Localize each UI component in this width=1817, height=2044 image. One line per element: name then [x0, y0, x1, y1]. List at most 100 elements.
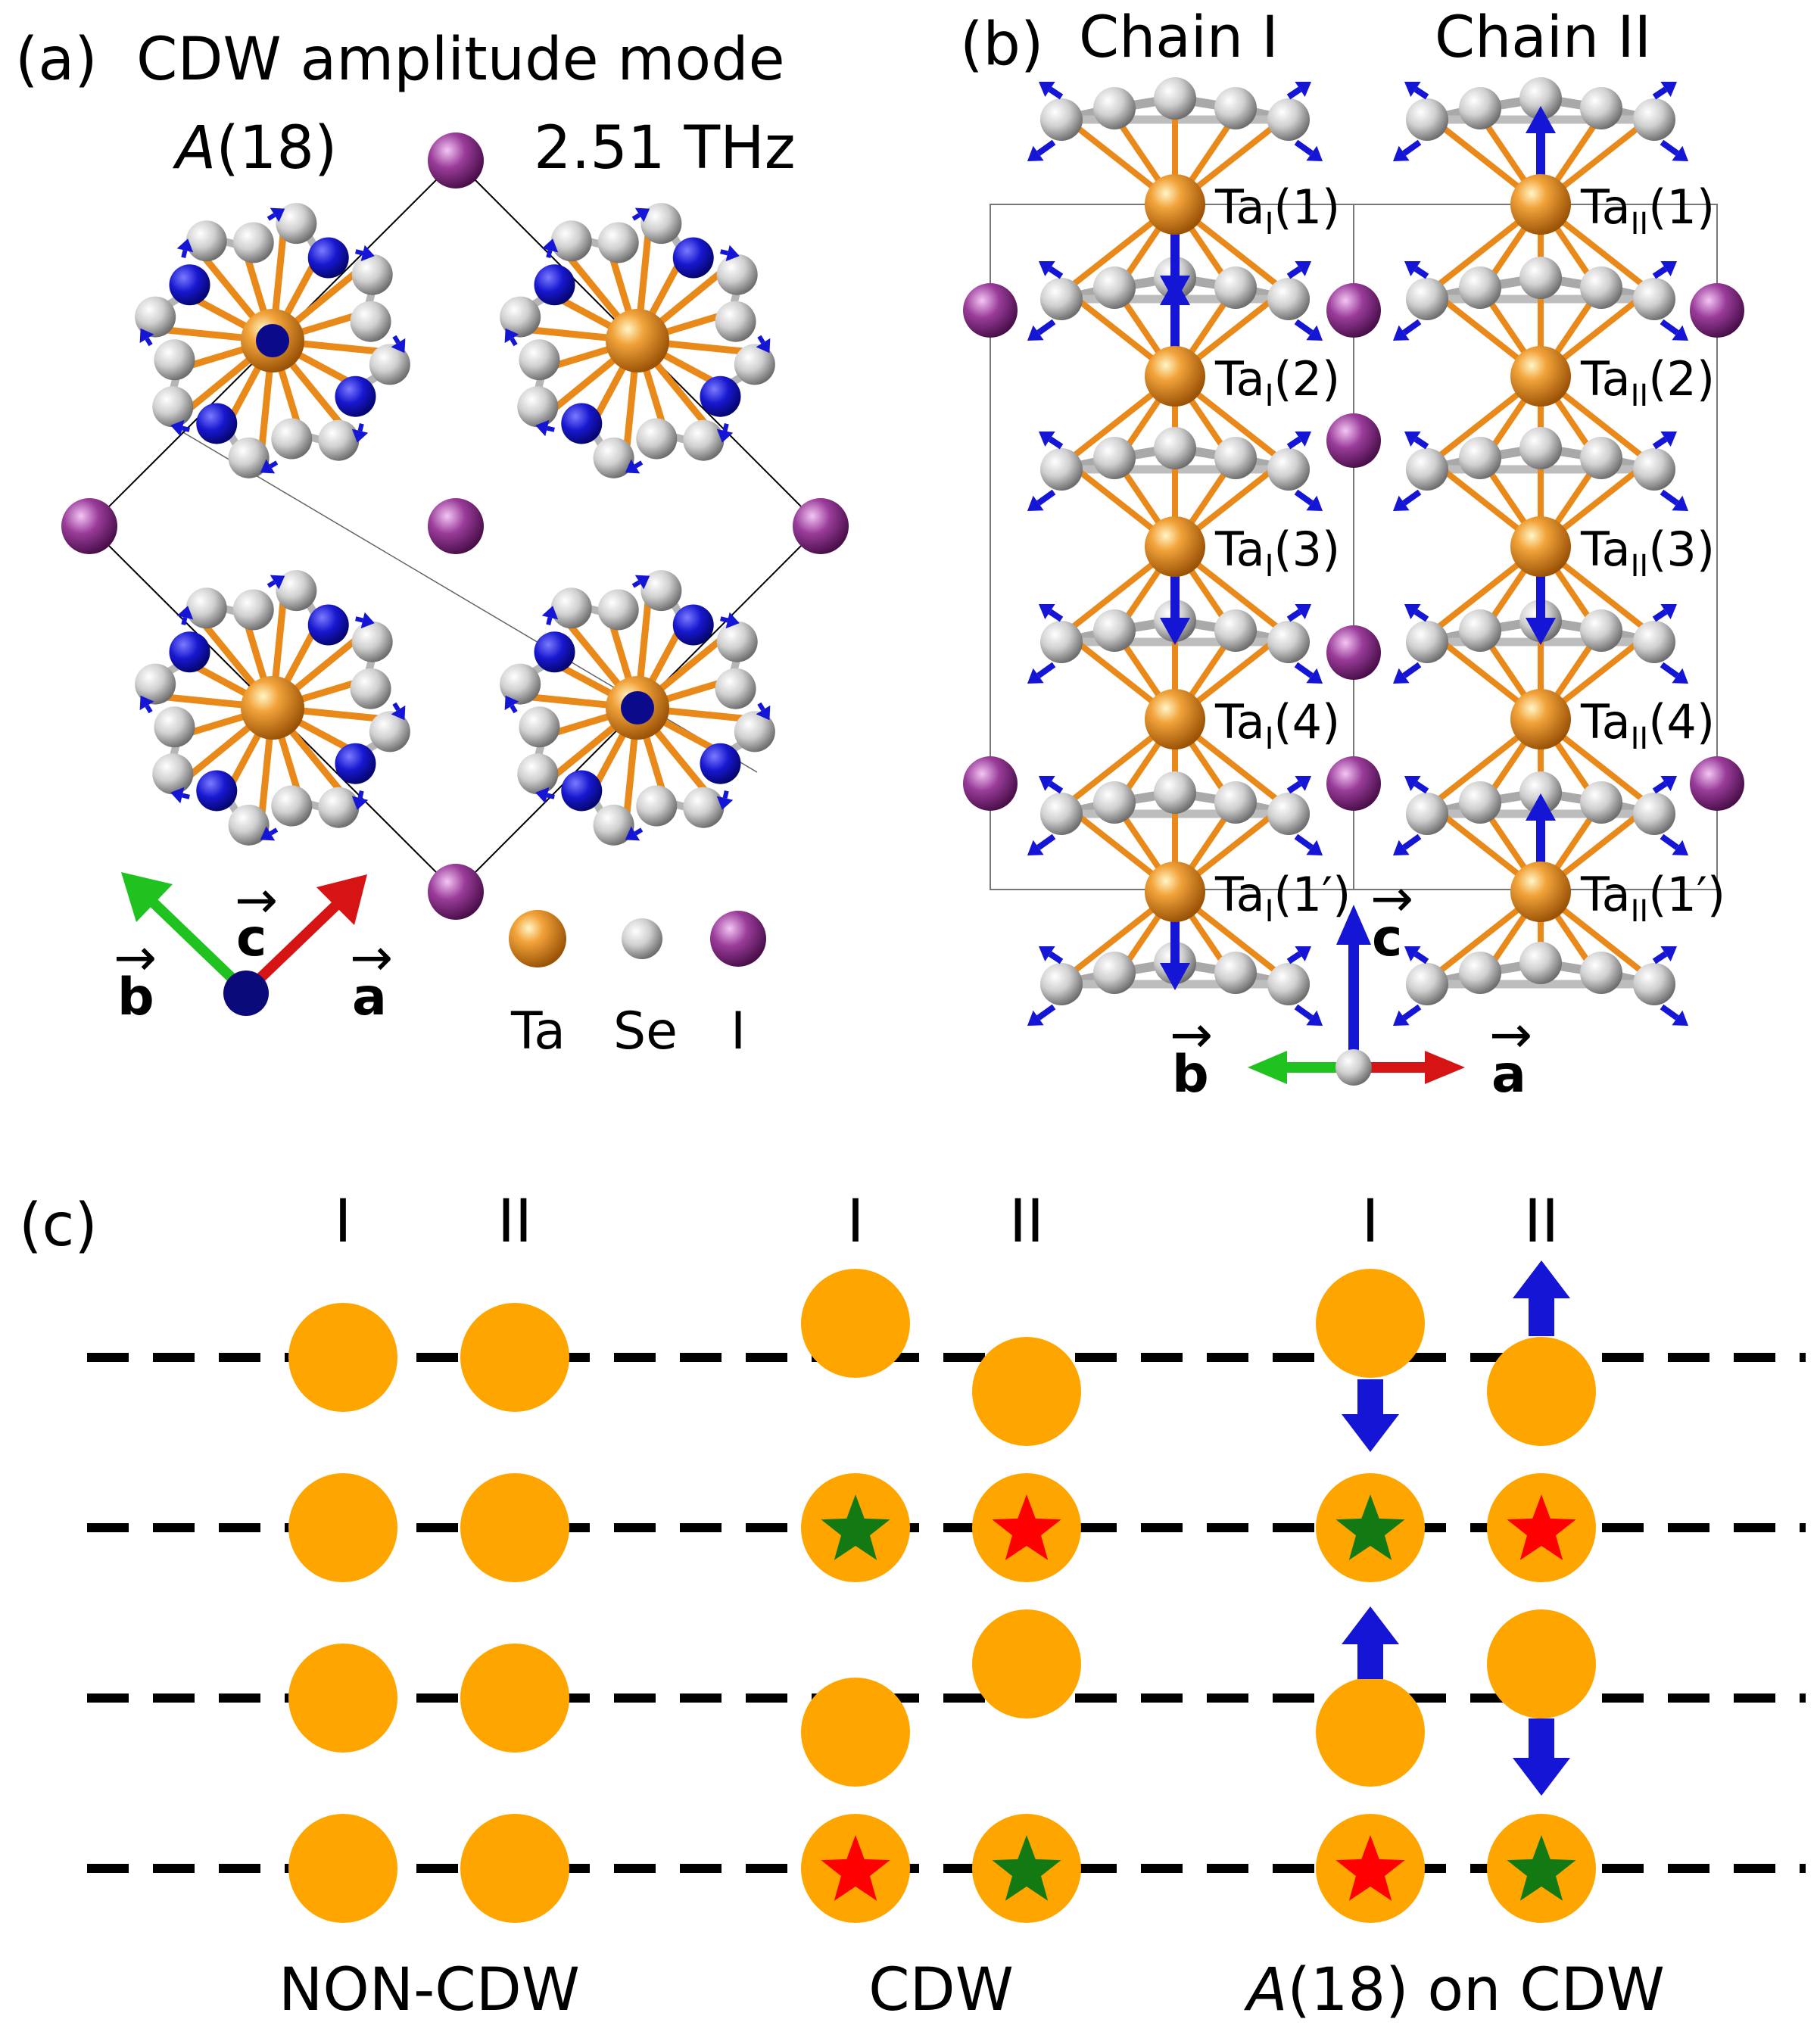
se-atom — [1093, 609, 1136, 652]
iodine-atom — [963, 283, 1018, 338]
displacement-arrow — [1039, 432, 1064, 450]
se-atom — [715, 301, 756, 342]
se-atom — [636, 785, 678, 827]
ta-atom — [1510, 516, 1571, 577]
ta-displacement-marker — [621, 691, 654, 724]
ta-atom — [1510, 862, 1571, 922]
red-star-marker — [992, 1494, 1061, 1560]
se-atom-displaced — [672, 604, 714, 646]
se-atom — [318, 787, 360, 828]
ta-disk — [801, 1473, 910, 1582]
se-atom-displaced — [196, 403, 238, 444]
se-atom — [640, 203, 682, 245]
se-atom — [369, 711, 410, 752]
se-atom — [1267, 963, 1310, 1005]
displacement-arrow — [1660, 662, 1688, 684]
displacement-arrow — [139, 328, 154, 347]
ta-atom — [1145, 346, 1205, 407]
chain-2-header: II — [1524, 1188, 1559, 1256]
displacement-arrow — [176, 606, 194, 625]
green-star-marker — [1335, 1494, 1405, 1560]
se-atom — [716, 621, 758, 662]
ta-site-label: TaII(1′) — [1580, 867, 1725, 929]
chain-1-header: I — [1361, 1188, 1379, 1256]
chain-cluster — [500, 570, 775, 846]
se-atom — [154, 339, 195, 381]
se-atom — [276, 570, 317, 612]
se-atom — [1633, 98, 1675, 141]
svg-text:→: → — [1370, 869, 1413, 929]
se-atom — [1267, 621, 1310, 663]
se-atom — [318, 419, 360, 461]
ta-disk — [1316, 1814, 1425, 1923]
ta-displacement-arrow — [1342, 1379, 1399, 1452]
c-axis-arrow — [223, 971, 269, 1016]
ta-disk — [1316, 1678, 1425, 1787]
se-atom-displaced — [169, 631, 210, 673]
se-atom — [550, 587, 592, 629]
se-atom — [1580, 87, 1622, 129]
displacement-arrow — [1027, 662, 1056, 684]
chain-2-header: II — [1009, 1188, 1044, 1256]
se-atom — [1267, 278, 1310, 320]
se-atom — [1406, 278, 1448, 320]
displacement-arrow — [756, 702, 771, 721]
displacement-arrow — [1393, 1004, 1422, 1026]
c-axis-label: c — [1372, 908, 1402, 968]
chain-cluster — [500, 203, 775, 478]
se-atom — [1154, 427, 1196, 469]
se-atom — [350, 301, 391, 342]
displacement-arrow — [1286, 776, 1311, 794]
se-atom — [1093, 87, 1136, 129]
panel-c: (c) I II I II I II NON-CDW CDW A(18) on … — [19, 1188, 1806, 2024]
displacement-arrow — [1660, 833, 1688, 855]
se-atom — [640, 570, 682, 612]
displacement-arrow — [1294, 139, 1323, 161]
ta-site-labels: TaI(1)TaI(2)TaI(3)TaI(4)TaI(1′)TaII(1)Ta… — [1214, 179, 1725, 929]
se-atom — [1633, 963, 1675, 1005]
se-atom — [1519, 942, 1562, 984]
ta-disk — [972, 1814, 1081, 1923]
ta-site-label: TaI(2) — [1214, 351, 1340, 413]
se-atom — [1459, 781, 1501, 824]
ta-displacement-arrow — [1513, 1260, 1570, 1336]
ta-site-label: TaII(1) — [1580, 179, 1715, 241]
displacement-arrow — [266, 575, 285, 590]
displacement-arrow — [1652, 432, 1677, 450]
se-atom — [716, 254, 758, 295]
ta-disk — [801, 1678, 910, 1787]
displacement-arrow — [625, 459, 644, 474]
se-atom — [683, 787, 725, 828]
se-atom — [228, 804, 270, 846]
a-axis-arrow — [242, 896, 344, 996]
displacement-arrow — [1652, 776, 1677, 794]
panel-a: (a) CDW amplitude mode A(18) 2.51 THz b … — [15, 26, 849, 1061]
se-atom — [517, 386, 559, 428]
se-atom — [369, 344, 410, 385]
chain-2-header: II — [497, 1188, 532, 1256]
se-atom — [1406, 98, 1448, 141]
se-atom — [1154, 77, 1196, 120]
se-atom — [1519, 77, 1562, 120]
se-atom — [1214, 952, 1257, 994]
se-atom — [185, 587, 227, 629]
iodine-atom — [428, 132, 484, 189]
ta-disk — [1316, 1269, 1425, 1378]
displacement-arrow — [1039, 776, 1064, 794]
ta-displacement-marker — [256, 324, 289, 357]
displacement-arrow — [1294, 319, 1323, 341]
ta-atom — [1145, 862, 1205, 922]
se-atom — [1154, 771, 1196, 814]
ta-site-label: TaII(2) — [1580, 351, 1715, 413]
ta-site-label: TaI(3) — [1214, 522, 1340, 584]
displacement-arrow — [1404, 82, 1429, 100]
ta-atom — [1145, 516, 1205, 577]
displacement-arrow — [1404, 432, 1429, 450]
displacement-arrow — [716, 790, 734, 810]
legend-se-marker — [622, 918, 662, 959]
displacement-arrow — [1393, 319, 1422, 341]
displacement-arrow — [139, 695, 154, 714]
se-atom — [1040, 278, 1083, 320]
displacement-arrow — [260, 459, 279, 474]
